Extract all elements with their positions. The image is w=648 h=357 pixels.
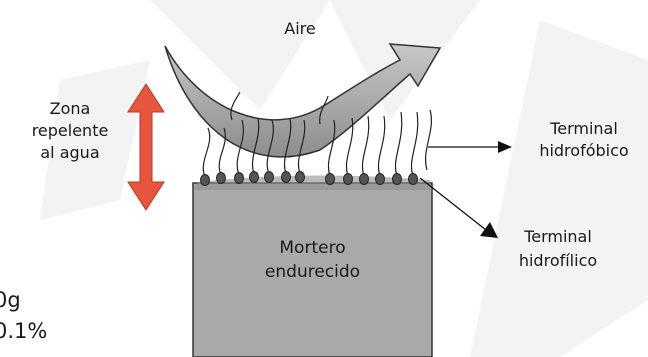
mortar-label-line2: endurecido [264,262,361,282]
hydrophobic-label-line1: Terminal [550,119,618,138]
air-flow-arrow [164,43,442,158]
partial-text-line1: 0g [0,288,21,312]
hydrophilic-label-line2: hidrofílico [518,251,598,270]
mortar-label-line1: Mortero [279,238,346,258]
zone-label-line1: Zona [49,99,91,118]
zone-double-arrow [127,83,165,211]
air-label: Aire [284,19,316,38]
zone-label-line3: al agua [40,143,100,162]
zone-label-line2: repelente [31,121,109,140]
partial-text-line2: 0.1% [0,319,48,343]
hydrophilic-pointer [419,177,498,238]
surfactant-molecules [202,91,432,178]
hydrophobic-label-line2: hidrofóbico [539,141,629,160]
molecule-heads [200,171,418,186]
hydrophobic-pointer [428,141,512,153]
mortar-block [192,182,433,357]
hydrophilic-label-line1: Terminal [524,227,592,246]
